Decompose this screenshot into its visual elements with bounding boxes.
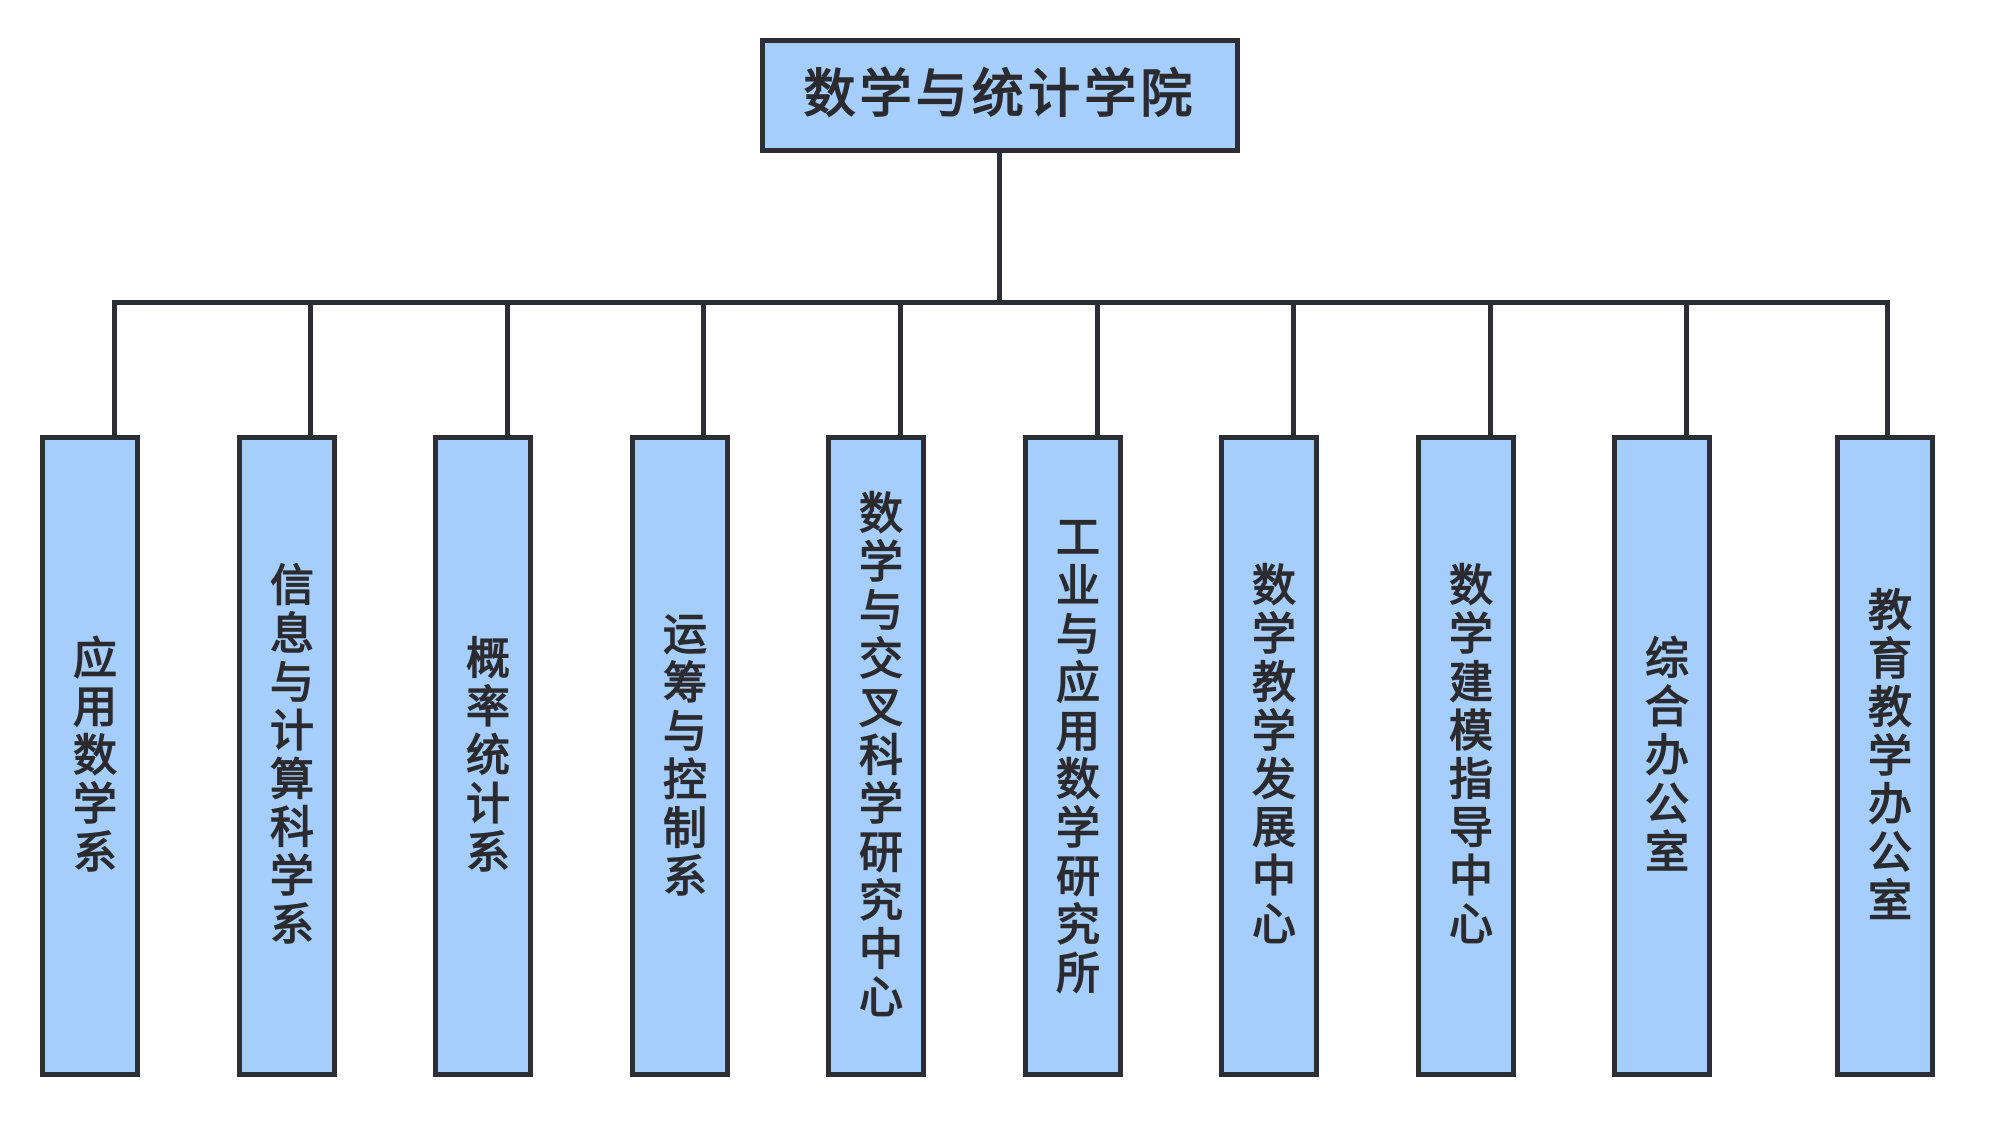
- node-label: 工业与应用数学研究所: [1048, 514, 1099, 998]
- connector-drop-4: [701, 300, 706, 440]
- node-label: 数学建模指导中心: [1441, 562, 1492, 950]
- node-center-modeling-guidance[interactable]: 数学建模指导中心: [1416, 435, 1516, 1077]
- node-center-teaching-dev[interactable]: 数学教学发展中心: [1219, 435, 1319, 1077]
- node-label: 综合办公室: [1637, 635, 1688, 877]
- connector-drop-2: [308, 300, 313, 440]
- connector-drop-8: [1488, 300, 1493, 440]
- node-center-math-interdisc[interactable]: 数学与交叉科学研究中心: [826, 435, 926, 1077]
- node-office-education[interactable]: 教育教学办公室: [1835, 435, 1935, 1077]
- connector-drop-1: [112, 300, 117, 440]
- node-root-label: 数学与统计学院: [803, 64, 1197, 125]
- connector-drop-3: [505, 300, 510, 440]
- node-label: 数学与交叉科学研究中心: [851, 489, 902, 1023]
- node-dept-probability-stats[interactable]: 概率统计系: [433, 435, 533, 1077]
- node-label: 数学教学发展中心: [1244, 562, 1295, 950]
- node-label: 概率统计系: [458, 635, 509, 877]
- node-label: 信息与计算科学系: [262, 562, 313, 950]
- connector-drop-10: [1885, 300, 1890, 440]
- connector-drop-9: [1684, 300, 1689, 440]
- node-office-general[interactable]: 综合办公室: [1612, 435, 1712, 1077]
- node-label: 应用数学系: [65, 635, 116, 877]
- connector-root-stem: [997, 153, 1002, 305]
- node-dept-info-computational[interactable]: 信息与计算科学系: [237, 435, 337, 1077]
- node-label: 运筹与控制系: [655, 610, 706, 902]
- connector-drop-6: [1095, 300, 1100, 440]
- connector-drop-7: [1291, 300, 1296, 440]
- node-dept-or-control[interactable]: 运筹与控制系: [630, 435, 730, 1077]
- node-institute-industrial-math[interactable]: 工业与应用数学研究所: [1023, 435, 1123, 1077]
- node-label: 教育教学办公室: [1860, 586, 1911, 926]
- node-dept-applied-math[interactable]: 应用数学系: [40, 435, 140, 1077]
- connector-horizontal-bus: [112, 300, 1890, 305]
- node-root[interactable]: 数学与统计学院: [760, 38, 1240, 153]
- connector-drop-5: [898, 300, 903, 440]
